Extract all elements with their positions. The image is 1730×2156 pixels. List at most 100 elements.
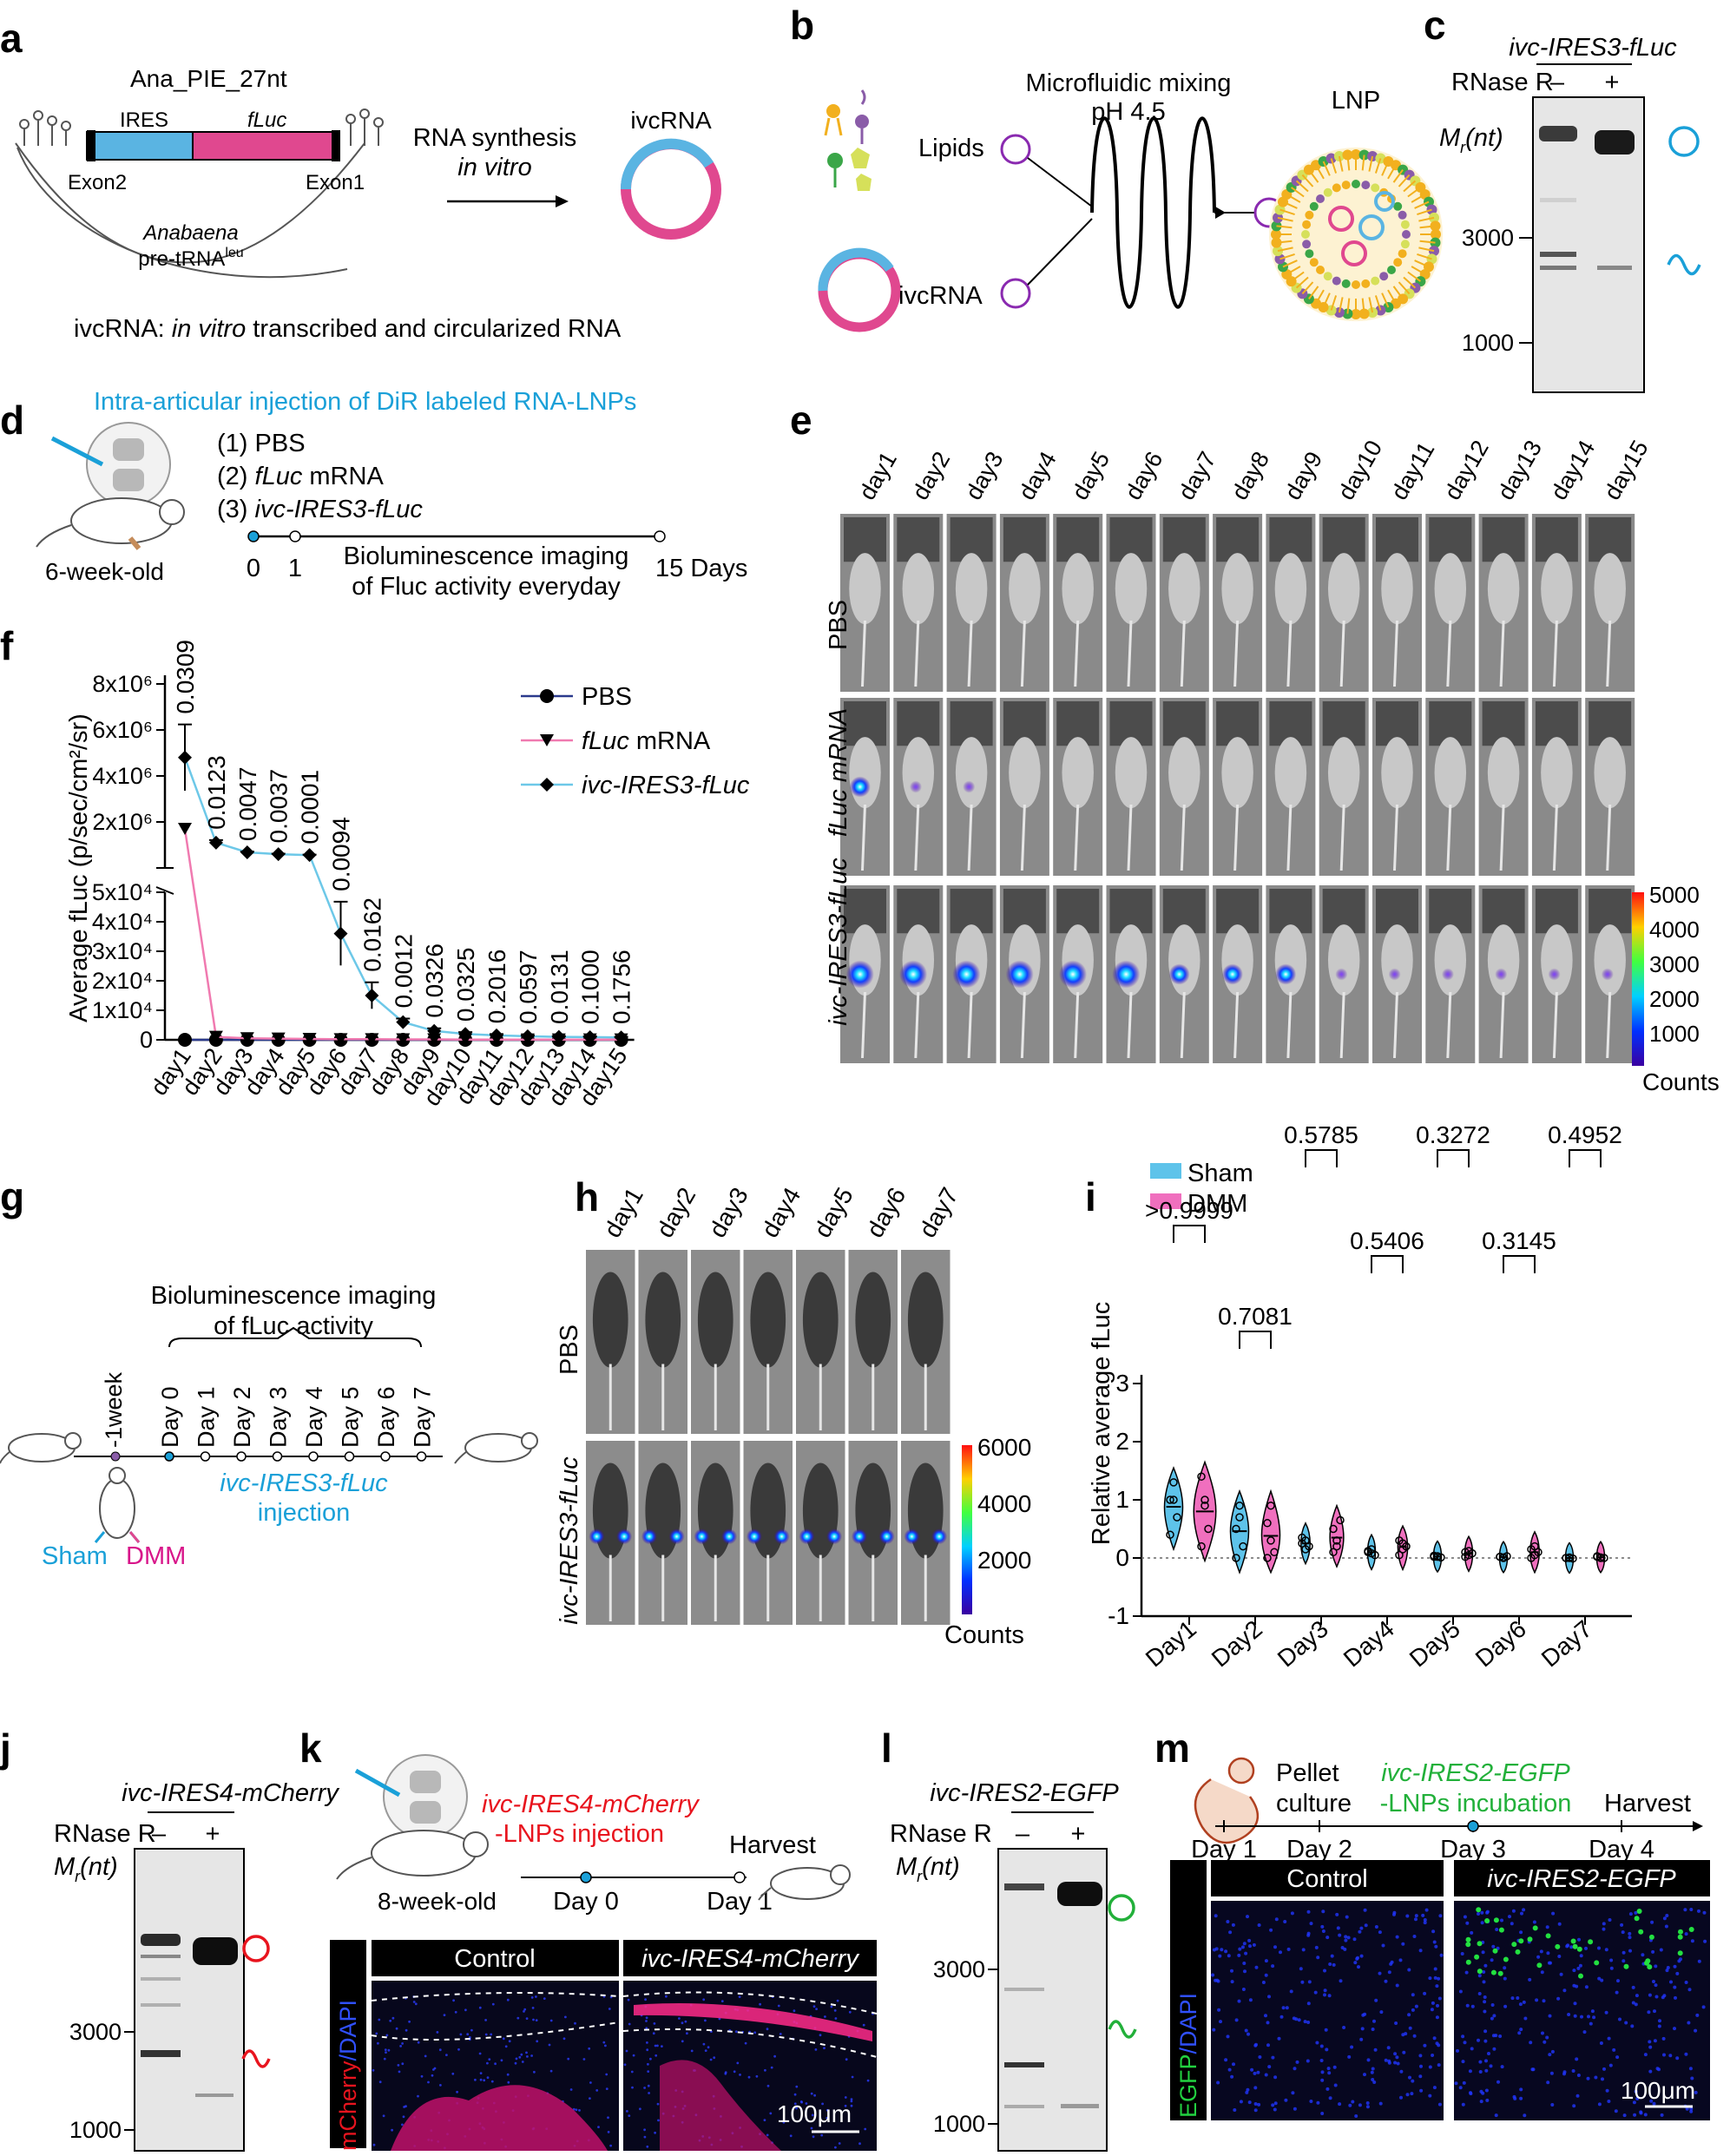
g-timepoints	[110, 1451, 427, 1462]
f-tick-upper: 4x10⁶	[92, 763, 153, 789]
i-violin	[1163, 1466, 1184, 1552]
d-group-list: (1) PBS (2) fLuc mRNA (3) ivc-IRES3-fLuc	[217, 430, 423, 523]
f-pvalue: 0.1000	[577, 950, 604, 1024]
i-point	[1565, 1554, 1574, 1562]
e-image-grid	[840, 514, 1635, 1063]
mouse-image	[1266, 514, 1316, 692]
f-ylabel: Average fLuc (p/sec/cm²/sr)	[65, 713, 93, 1022]
legend-swatch-sham	[1150, 1163, 1181, 1179]
mouse-image	[901, 1441, 951, 1625]
mouse-image	[1266, 698, 1316, 876]
panel-g: g Bioluminescence imaging of fLuc activi…	[0, 1174, 538, 1570]
circular-icon-j	[242, 1935, 270, 1962]
gel-c-rnase: RNase R	[1451, 69, 1554, 96]
mouse-image	[691, 1441, 740, 1625]
h-row-pbs: PBS	[556, 1324, 583, 1375]
panel-label-m: m	[1154, 1725, 1190, 1771]
gel-c-band-minus-lin2	[1540, 266, 1576, 270]
gel-l-plus: +	[1071, 1820, 1086, 1848]
g-sham: Sham	[42, 1542, 108, 1570]
mixing-label: Microfluidic mixing	[1026, 69, 1232, 97]
svg-text:6000: 6000	[977, 1434, 1031, 1461]
i-point	[1235, 1501, 1244, 1510]
mouse-image	[893, 514, 944, 692]
ivcrna-label-b: ivcRNA	[898, 282, 983, 310]
gel-j-band-plus-circ	[193, 1937, 238, 1965]
linear-icon-l	[1108, 2020, 1137, 2039]
f-chart: 8x10⁶6x10⁶4x10⁶2x10⁶5x10⁴4x10⁴3x10⁴2x10⁴…	[92, 640, 635, 1111]
gel-l-tick-1000: 1000	[933, 2111, 985, 2137]
gel-l-minus: –	[1016, 1820, 1030, 1848]
g-day-label: Day 1	[194, 1386, 220, 1448]
i-violin	[1260, 1489, 1281, 1574]
m-inc2: -LNPs incubation	[1380, 1790, 1572, 1817]
panel-m: m Pellet culture ivc-IRES2-EGFP -LNPs in…	[1154, 1725, 1710, 2120]
d-group-2: (2) fLuc mRNA	[217, 463, 384, 490]
gel-c-mr: Mr(nt)	[1439, 124, 1503, 156]
i-point	[1496, 1552, 1504, 1561]
k-header-control	[372, 1940, 619, 1976]
i-point	[1329, 1548, 1338, 1557]
i-point	[1332, 1541, 1341, 1551]
f-point-pbs	[178, 1033, 192, 1047]
i-bracket	[1239, 1331, 1272, 1349]
mouse-image	[946, 514, 997, 692]
circular-icon-c	[1668, 126, 1700, 157]
i-point	[1232, 1554, 1240, 1562]
lipids-label: Lipids	[918, 135, 984, 162]
g-dmm: DMM	[126, 1542, 186, 1570]
panel-c: c ivc-IRES3-fLuc RNase R – + Mr(nt) 3000…	[1424, 3, 1701, 393]
i-point	[1200, 1501, 1209, 1510]
mouse-image	[586, 1250, 635, 1434]
g-bracket	[168, 1326, 422, 1348]
e-day-label: day14	[1546, 436, 1601, 504]
mouse-image	[999, 514, 1049, 692]
f-tick-lower: 2x10⁴	[92, 968, 153, 994]
panel-label-a: a	[0, 16, 23, 61]
i-point	[1461, 1552, 1470, 1561]
mouse-image	[946, 698, 997, 876]
exon2-label: Exon2	[68, 171, 127, 194]
m-pellet1: Pellet	[1276, 1759, 1339, 1787]
panel-label-d: d	[0, 398, 24, 443]
g-timepoint	[200, 1451, 211, 1462]
mouse-image	[1585, 885, 1635, 1063]
mouse-image	[840, 885, 890, 1063]
f-pvalue: 0.0037	[266, 769, 293, 844]
mouse-image	[1319, 698, 1369, 876]
g-day-label: Day 4	[301, 1386, 327, 1448]
f-tick-upper: 2x10⁶	[92, 809, 153, 835]
g-rat-surgery	[94, 1467, 141, 1543]
i-point	[1197, 1541, 1206, 1551]
e-day-label: day13	[1492, 436, 1547, 504]
e-row-fluc: fLuc mRNA	[825, 708, 852, 837]
mouse-image	[1159, 698, 1209, 876]
g-day-label: Day 7	[410, 1386, 436, 1448]
ph-label: pH 4.5	[1091, 98, 1165, 126]
e-day-label: day15	[1599, 436, 1654, 504]
m-inc1: ivc-IRES2-EGFP	[1381, 1759, 1570, 1787]
i-point	[1166, 1530, 1174, 1539]
legend-swatch-dmm	[1150, 1193, 1181, 1209]
legend-dmm: DMM	[1187, 1190, 1247, 1218]
e-day-label: day6	[1120, 447, 1168, 504]
i-point	[1301, 1545, 1310, 1554]
i-violin	[1329, 1503, 1345, 1568]
k-stain-strip	[330, 1940, 366, 2148]
gel-c-band-plus-circ	[1595, 130, 1635, 154]
m-harvest: Harvest	[1604, 1790, 1691, 1817]
mouse-image	[1478, 885, 1529, 1063]
m-stain: EGFP/DAPI	[1175, 1993, 1201, 2118]
gel-c-plus: +	[1605, 69, 1620, 96]
mouse-image	[946, 885, 997, 1063]
gel-l-band-minus-circ	[1004, 1883, 1044, 1890]
k-inj2: -LNPs injection	[495, 1820, 664, 1848]
i-bracket	[1371, 1255, 1404, 1273]
h-row-ivc: ivc-IRES3-fLuc	[556, 1456, 583, 1625]
k-control-label: Control	[454, 1945, 536, 1973]
m-header-control	[1211, 1860, 1444, 1896]
f-pvalue: 0.0001	[297, 770, 324, 845]
g-inj2: injection	[258, 1499, 350, 1527]
legend-fluc: fLuc mRNA	[582, 727, 711, 755]
